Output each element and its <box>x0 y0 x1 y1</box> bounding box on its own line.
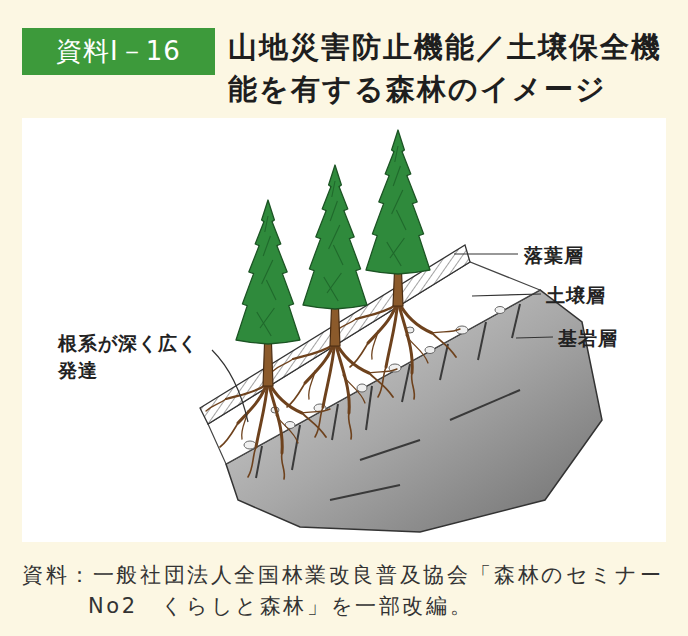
tree-roots <box>336 300 460 399</box>
figure-caption: 資料：一般社団法人全国林業改良普及協会「森林のセミナー No2 くらしと森林」を… <box>22 560 678 622</box>
figure-title: 山地災害防止機能／土壌保全機能を有する森林のイメージ <box>228 26 676 110</box>
tree-roots <box>206 380 330 479</box>
layer-label: 落葉層 <box>524 242 644 269</box>
root-label: 根系が深く広く発達 <box>58 330 204 384</box>
layer-label: 基岩層 <box>558 325 668 352</box>
tree-crown <box>303 165 367 309</box>
badge-text: 資料Ⅰ－16 <box>56 34 181 69</box>
figure-badge: 資料Ⅰ－16 <box>22 28 215 75</box>
tree-crown <box>236 200 300 344</box>
tree-roots <box>273 340 397 439</box>
leader-lines <box>212 254 553 422</box>
tree-crown <box>366 130 430 274</box>
layer-label: 土壌層 <box>546 282 666 309</box>
